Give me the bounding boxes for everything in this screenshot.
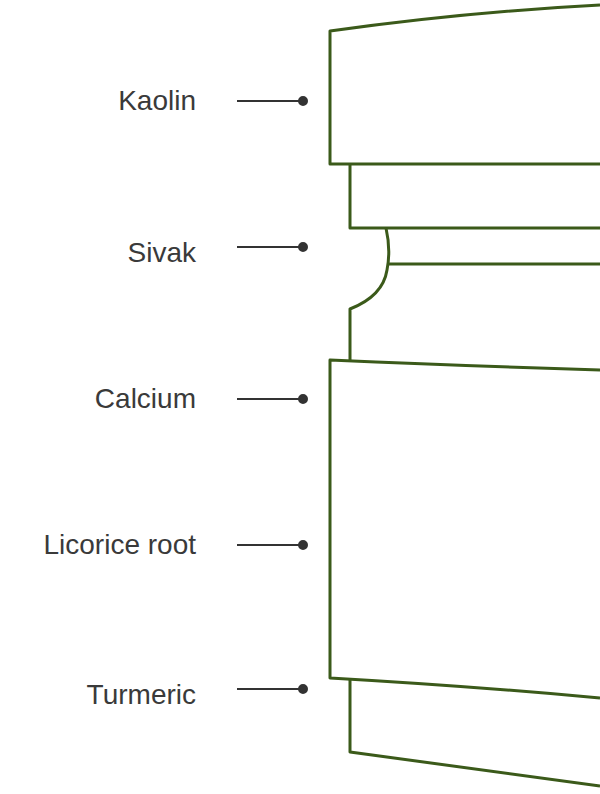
leader-line — [237, 100, 303, 102]
ingredient-label: Sivak — [128, 236, 196, 270]
leader-dot — [299, 243, 307, 251]
leader-dot — [299, 541, 307, 549]
ingredient-label: Calcium — [95, 382, 196, 416]
bottle-shoulder — [350, 228, 389, 360]
bottle-body — [330, 360, 600, 698]
leader-line — [237, 688, 303, 690]
ingredient-label: Licorice root — [43, 528, 196, 562]
bottle-base — [350, 678, 600, 786]
leader-line — [237, 398, 303, 400]
bottle-lid — [330, 5, 600, 164]
ingredient-label: Kaolin — [118, 84, 196, 118]
leader-dot — [299, 685, 307, 693]
leader-line — [237, 544, 303, 546]
leader-line — [237, 246, 303, 248]
neck-ring — [388, 263, 600, 266]
ingredient-label: Turmeric — [87, 678, 196, 712]
leader-dot — [299, 97, 307, 105]
bottle-neck — [350, 164, 600, 228]
leader-dot — [299, 395, 307, 403]
